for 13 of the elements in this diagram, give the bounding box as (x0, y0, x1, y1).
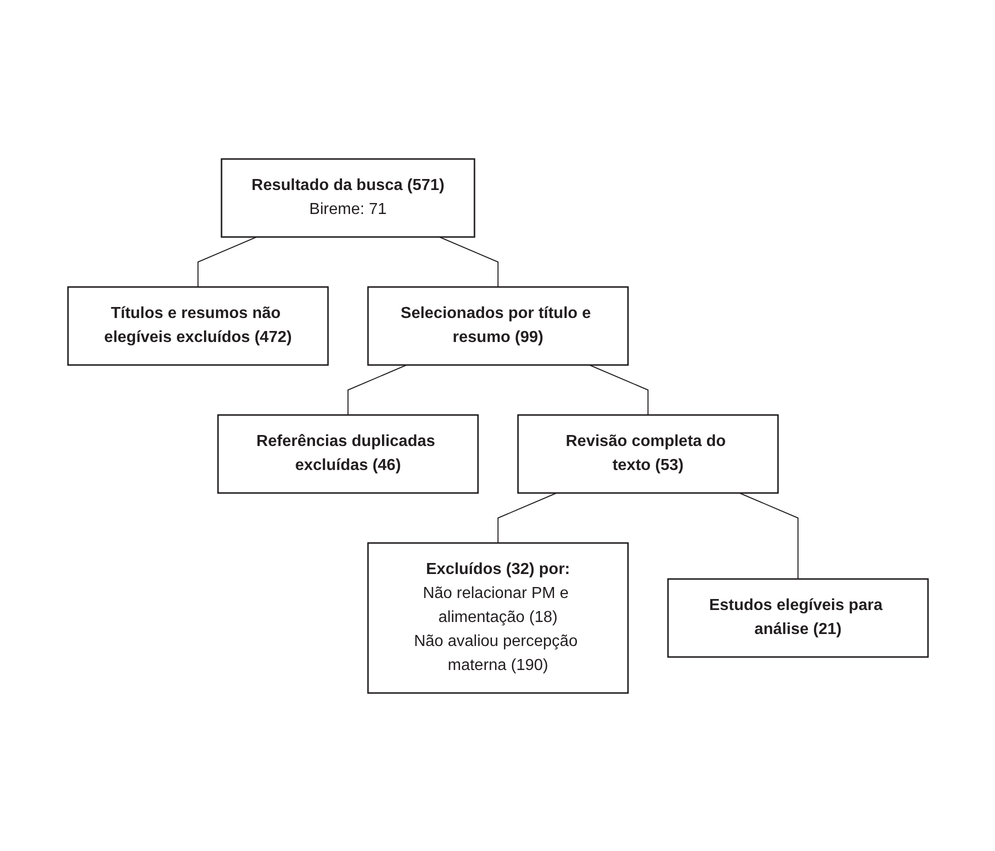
node-box: Resultado da busca (571) Bireme: 71 (220, 158, 475, 238)
connector (588, 364, 648, 415)
connector (738, 492, 798, 579)
node-box: Selecionados por título e resumo (99) (366, 286, 628, 366)
connector (197, 236, 257, 287)
connector (438, 236, 498, 287)
connector (497, 492, 557, 543)
node-box: Títulos e resumos não elegíveis excluídos (472) (66, 286, 328, 366)
connector (347, 364, 407, 415)
node-box: Estudos elegíveis para análise (21) (666, 578, 928, 658)
node-box: Referências duplicadas excluídas (46) (216, 414, 478, 494)
node-box: Revisão completa do texto (53) (516, 414, 778, 494)
node-box: Excluídos (32) por: Não relacionar PM e alimentação (18) Não avaliou percepção materna (190) (366, 542, 628, 694)
